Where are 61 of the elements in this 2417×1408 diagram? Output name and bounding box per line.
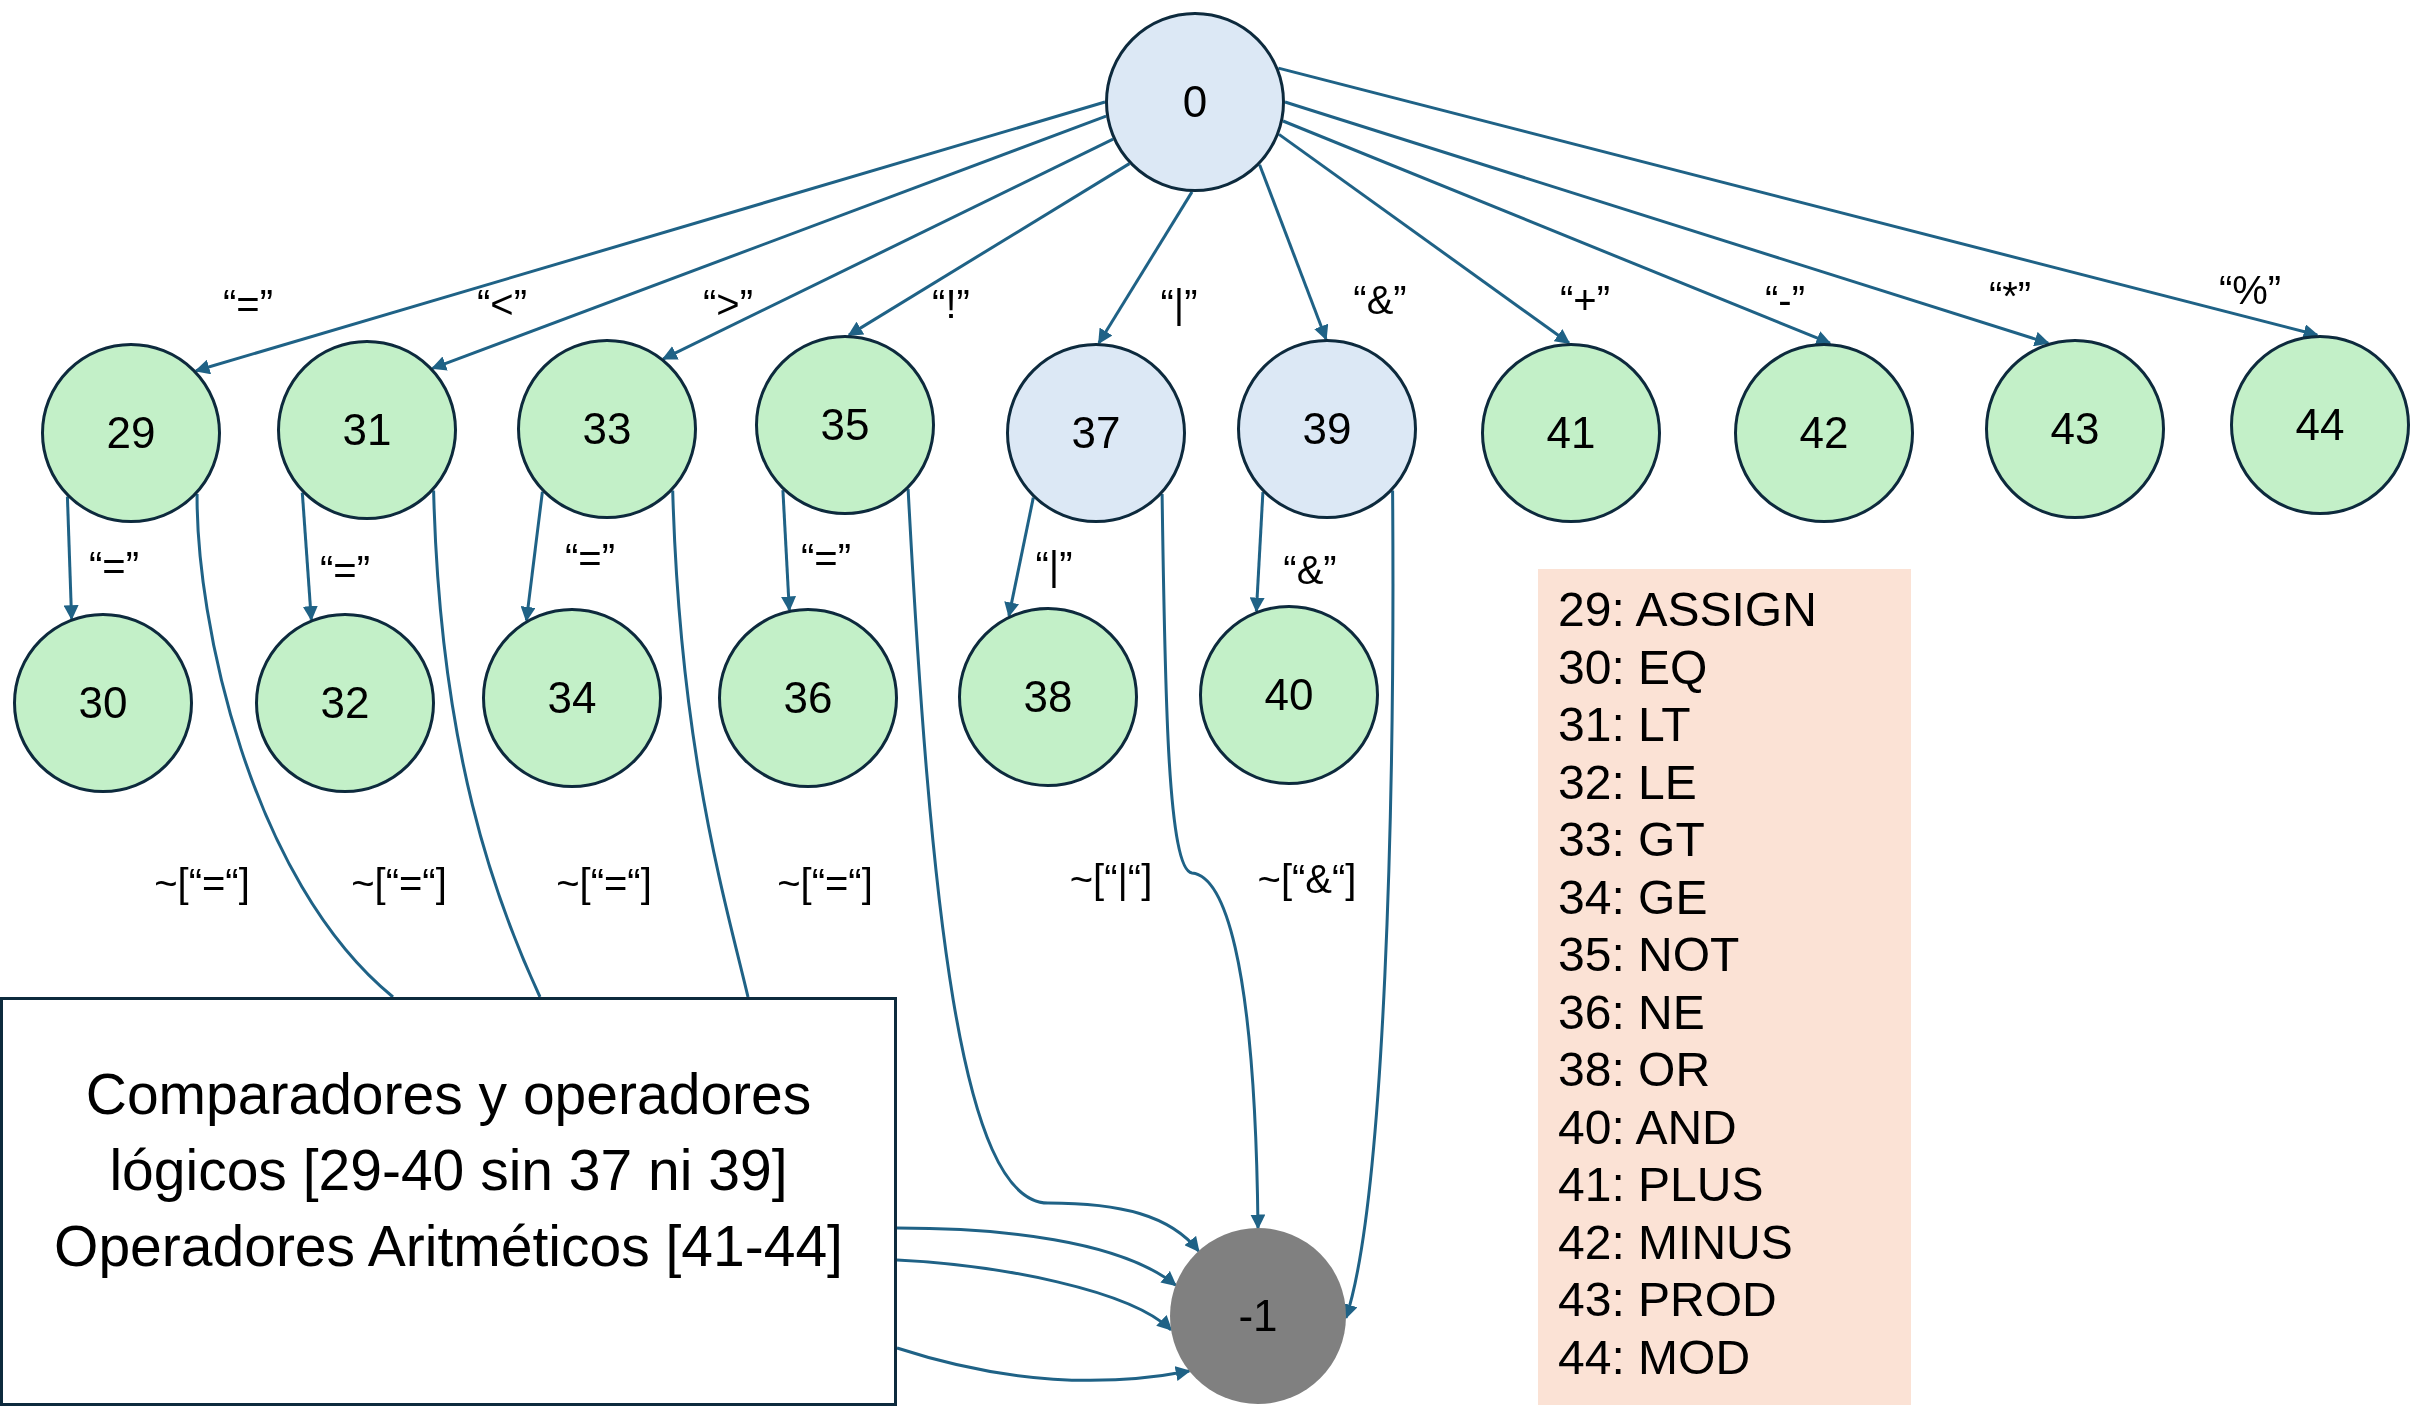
transition-line bbox=[432, 490, 542, 998]
legend-entry: 32: LE bbox=[1558, 754, 1698, 811]
edge-label: “=” bbox=[801, 536, 851, 580]
edge-label: “%” bbox=[2218, 268, 2282, 312]
legend-entry: 44: MOD bbox=[1558, 1329, 1752, 1386]
legend-entry: 29: ASSIGN bbox=[1558, 582, 1818, 638]
transition-line bbox=[671, 490, 750, 998]
transition-arrow bbox=[1284, 100, 2050, 347]
transition-arrow bbox=[896, 1346, 1191, 1382]
legend-entry: 31: LT bbox=[1558, 697, 1692, 753]
transition-arrow bbox=[906, 489, 1200, 1253]
legend-entry: 38: OR bbox=[1558, 1042, 1712, 1098]
transition-arrow bbox=[847, 162, 1131, 337]
edge-label: ~[“=“] bbox=[777, 861, 873, 905]
edge-label: “+” bbox=[1560, 278, 1610, 322]
legend-entry: 33: GT bbox=[1558, 812, 1706, 868]
transition-arrow bbox=[1004, 497, 1035, 618]
transition-arrow bbox=[1249, 492, 1265, 613]
edge-label: ~[“=“] bbox=[154, 861, 250, 905]
edge-label: “|” bbox=[1160, 282, 1198, 326]
note-box bbox=[0, 997, 897, 1406]
edge-label: “*” bbox=[1988, 274, 2032, 318]
transition-arrow bbox=[896, 1258, 1173, 1331]
transition-arrow bbox=[431, 114, 1107, 371]
transition-arrow bbox=[520, 491, 544, 622]
edge-label: “=” bbox=[565, 536, 615, 580]
edge-label: “=” bbox=[320, 548, 370, 592]
transition-arrow bbox=[1278, 133, 1571, 345]
edge-label: ~[“|“] bbox=[1069, 857, 1153, 901]
legend-entry: 36: NE bbox=[1558, 984, 1706, 1041]
transition-arrow bbox=[194, 100, 1106, 375]
edge-label: “-” bbox=[1765, 278, 1805, 322]
legend-entry: 30: EQ bbox=[1558, 639, 1709, 696]
edge-label: “!” bbox=[932, 282, 970, 326]
edge-label: “=” bbox=[223, 282, 273, 326]
legend-entry: 35: NOT bbox=[1558, 927, 1741, 983]
legend-entry: 42: MINUS bbox=[1558, 1214, 1794, 1271]
note-text: Comparadores y operadores lógicos [29-40 sin 37 ni 39] bbox=[84, 1060, 813, 1204]
transition-arrow bbox=[661, 137, 1114, 361]
legend-panel bbox=[1538, 569, 1911, 1405]
edge-label: “&” bbox=[1283, 548, 1337, 592]
edge-label: “<” bbox=[477, 282, 527, 326]
transition-arrow bbox=[1097, 191, 1194, 345]
edge-label: ~[“=“] bbox=[351, 861, 447, 905]
edge-label: ~[“&“] bbox=[1257, 857, 1357, 901]
edge-label: “=” bbox=[89, 544, 139, 588]
edge-label: “>” bbox=[703, 282, 753, 326]
legend-entry: 34: GE bbox=[1558, 869, 1709, 926]
transition-arrow bbox=[63, 496, 79, 621]
legend-entry: 41: PLUS bbox=[1558, 1157, 1765, 1213]
transition-arrow bbox=[1258, 164, 1329, 341]
transition-line bbox=[195, 493, 395, 999]
transition-arrow bbox=[1160, 493, 1266, 1230]
note-text: Operadores Aritméticos [41-44] bbox=[54, 1212, 843, 1280]
transition-arrow bbox=[897, 1226, 1177, 1287]
edge-label: “|” bbox=[1035, 544, 1073, 588]
legend-entry: 43: PROD bbox=[1558, 1272, 1778, 1328]
edge-label: ~[“=“] bbox=[556, 861, 652, 905]
legend-entry: 40: AND bbox=[1558, 1099, 1738, 1156]
edge-label: “&” bbox=[1353, 278, 1407, 322]
transition-arrow bbox=[300, 492, 318, 622]
